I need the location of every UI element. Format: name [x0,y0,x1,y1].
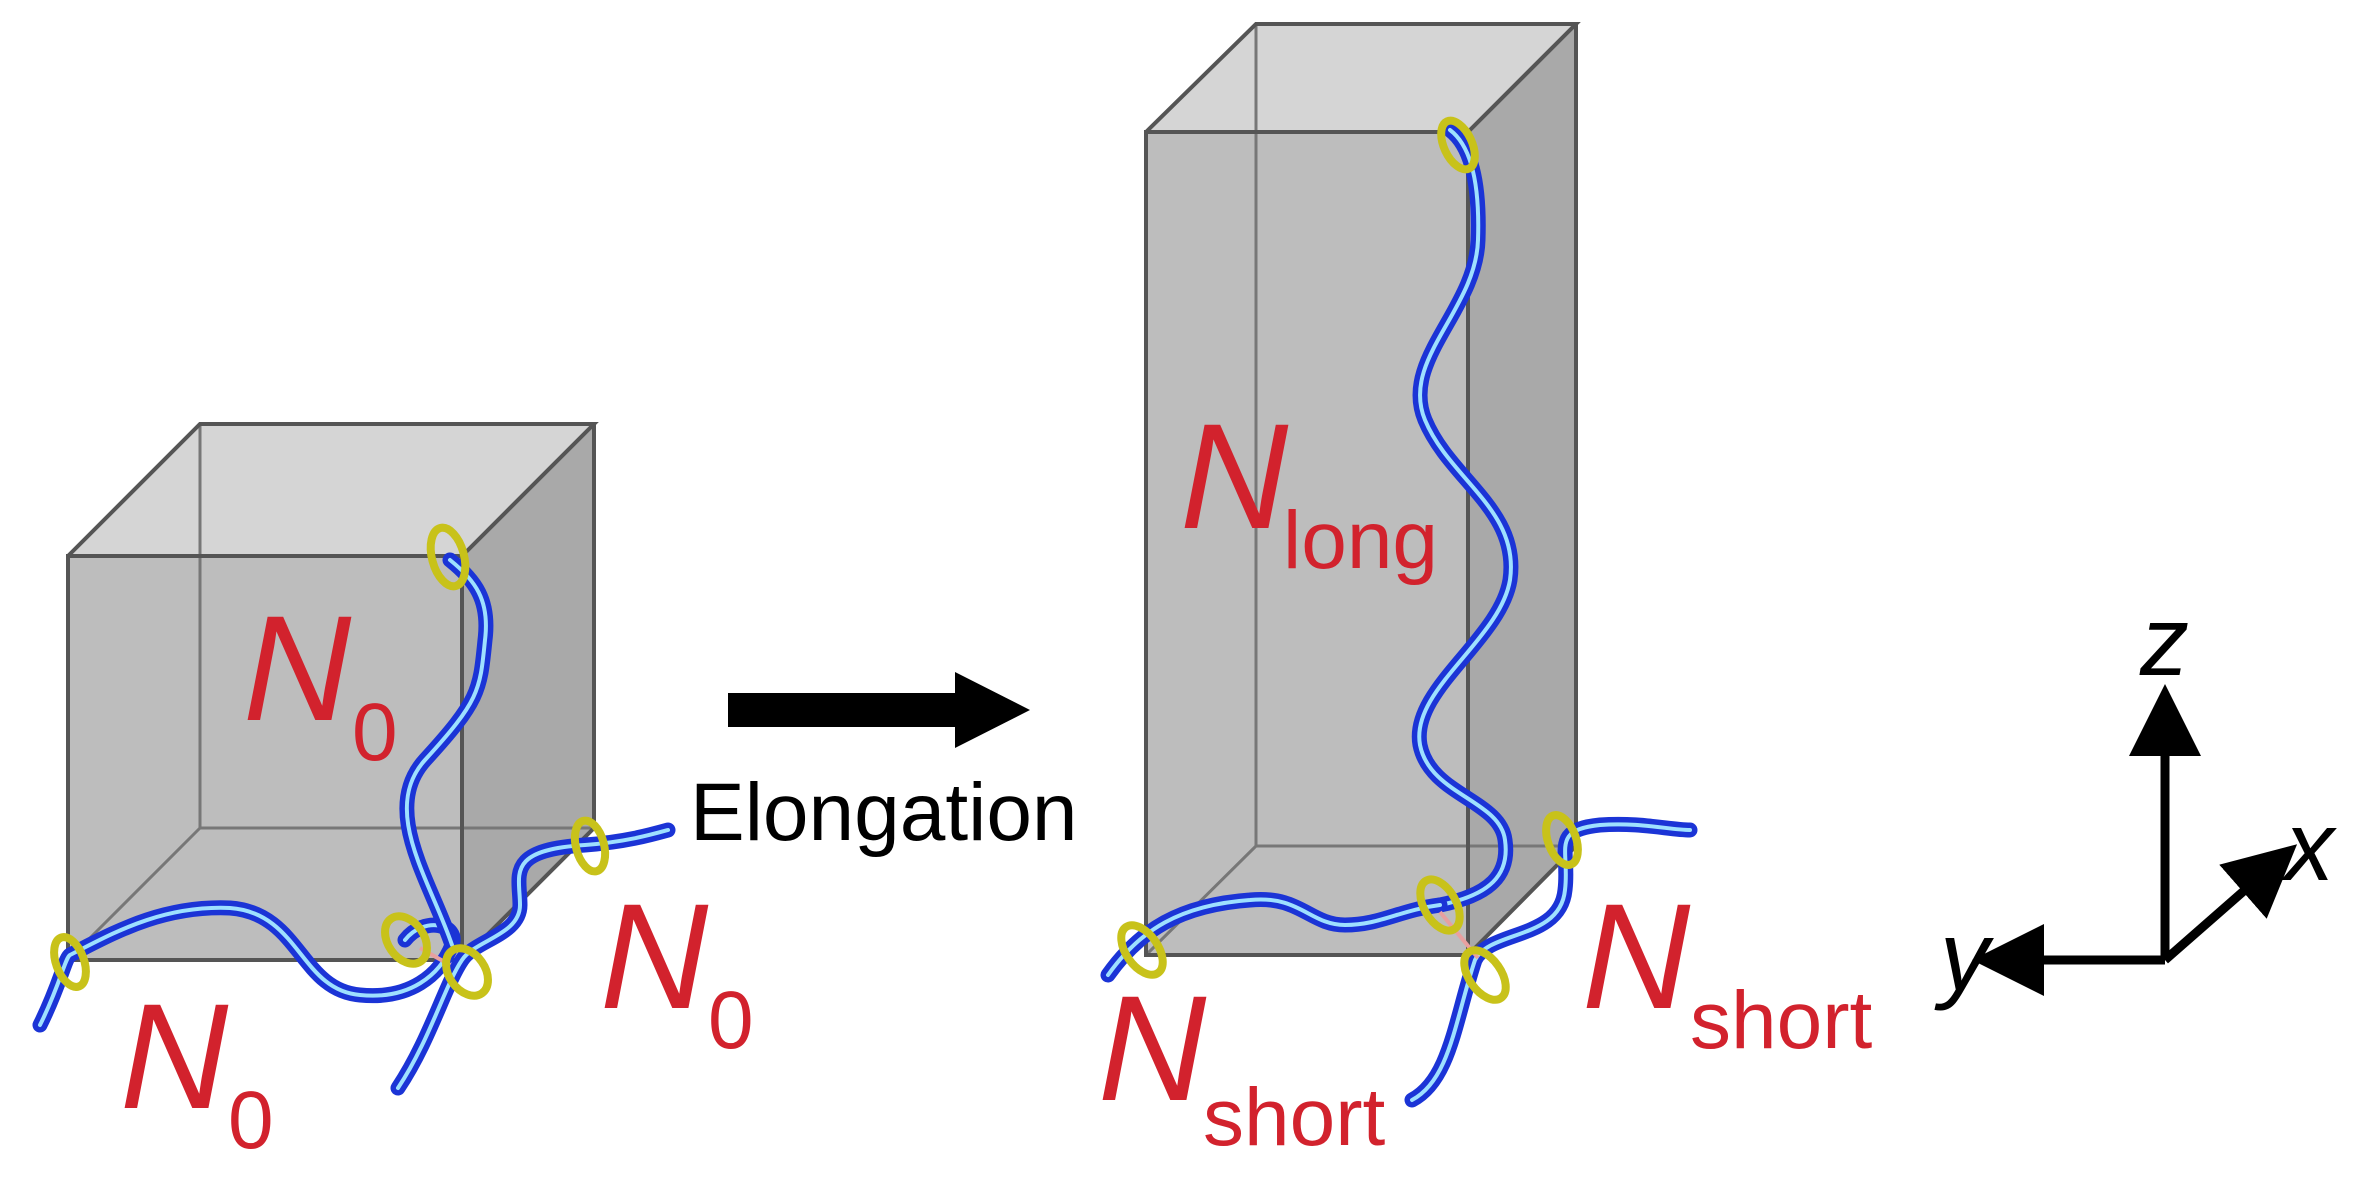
crosslink-ring [50,933,90,991]
crosslink-ring [1117,921,1167,979]
label-n0-right-sub: 0 [708,975,754,1066]
axes-triad [1972,684,2298,996]
box-top-face [1146,24,1576,132]
cube-undeformed [66,422,599,962]
elongation-caption: Elongation [690,767,1078,858]
label-n0-top-sub: 0 [352,687,398,778]
label-nlong-sub: long [1283,495,1438,586]
label-nlong: N [1180,392,1289,560]
label-nshort-bottom: N [1098,964,1207,1132]
crosslink-ring [570,816,610,876]
cube-front-face [68,556,462,960]
crosslink-ring [1460,946,1510,1004]
polymer-chains-undeformed [32,523,676,1096]
z-axis-label: z [2139,586,2189,696]
crosslink-ring [442,944,492,1000]
label-n0-bottom-sub: 0 [228,1075,274,1166]
crosslink-ring [381,912,431,968]
label-nshort-bottom-sub: short [1203,1072,1386,1163]
x-axis-label: x [2281,791,2337,901]
label-nshort-right: N [1582,872,1691,1040]
crosslink-ring [1437,116,1479,174]
label-n0-bottom: N [120,972,229,1140]
crosslink-ring [1416,875,1464,935]
elongation-arrow [728,672,1030,748]
crosslink-ring [1542,811,1582,869]
box-front-face [1146,132,1468,955]
label-n0-right: N [600,872,709,1040]
box-elongated [1144,22,1581,957]
cube-side-face [462,424,594,960]
y-axis-label: y [1934,901,1994,1011]
x-axis-arrow [2162,844,2298,964]
crosslink-ring [426,523,470,591]
label-n0-top: N [243,584,352,752]
label-nshort-right-sub: short [1690,975,1873,1066]
box-side-face [1468,24,1576,955]
polymer-chains-elongated [1100,116,1698,1108]
